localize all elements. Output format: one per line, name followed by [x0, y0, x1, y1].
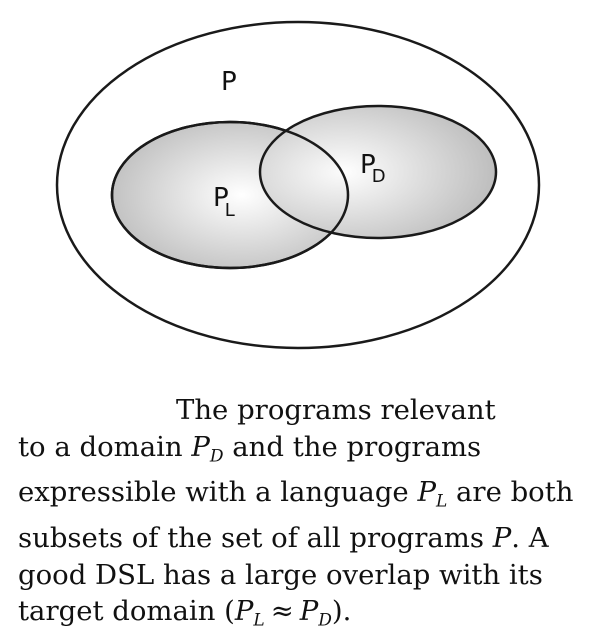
- caption-line-6: target domain (PL≈PD).: [18, 595, 352, 631]
- venn-diagram: P PL PD: [55, 20, 541, 350]
- caption-line-3: expressible with a language PL are both: [18, 476, 574, 512]
- label-domain-programs: PD: [360, 150, 386, 187]
- set-domain-programs: [258, 104, 498, 240]
- caption-line-5: good DSL has a large overlap with its: [18, 558, 543, 591]
- caption-line-4: subsets of the set of all programs P. A: [18, 522, 549, 555]
- figure-caption: The programs relevant to a domain PD and…: [18, 392, 584, 639]
- label-all-programs: P: [221, 67, 237, 97]
- label-domain-sub: D: [372, 166, 386, 187]
- set-language-outline: [110, 120, 350, 270]
- label-language-programs: PL: [213, 183, 235, 221]
- label-language-sub: L: [225, 200, 235, 221]
- caption-line-2: to a domain PD and the programs: [18, 430, 482, 466]
- caption-line-1: The programs relevant: [176, 394, 496, 426]
